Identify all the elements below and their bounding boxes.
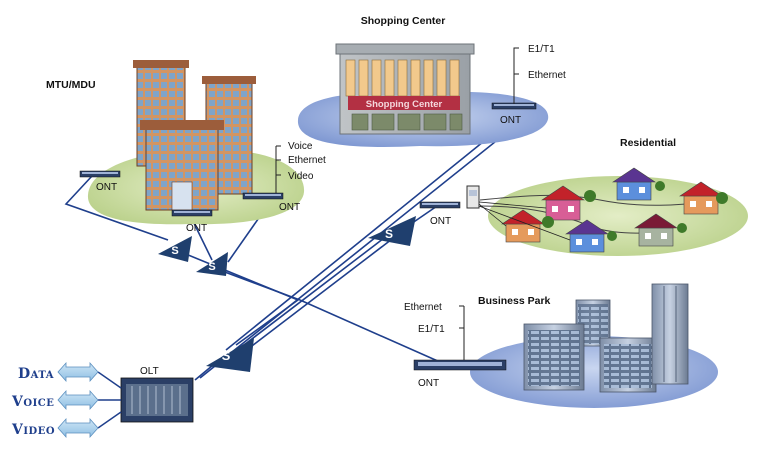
svg-text:S: S bbox=[171, 245, 178, 257]
shopping-sign-text: Shopping Center bbox=[366, 99, 443, 110]
residential-site: Residential bbox=[419, 137, 748, 256]
business-service-bracket bbox=[459, 305, 465, 360]
fiber-to-business bbox=[299, 299, 441, 363]
mtu-service-voice: Voice bbox=[288, 141, 313, 152]
svg-text:S: S bbox=[222, 348, 231, 363]
business-service-e1t1: E1/T1 bbox=[418, 324, 445, 335]
fiber-s2-s3 bbox=[213, 267, 301, 301]
fiber-links bbox=[64, 111, 531, 381]
mtu-ont-right-label: ONT bbox=[279, 202, 300, 213]
residential-cabinet bbox=[466, 185, 480, 209]
mtu-title: MTU/MDU bbox=[46, 79, 96, 91]
house bbox=[541, 185, 585, 221]
business-ont-label: ONT bbox=[418, 378, 439, 389]
fiber-s1-s3 bbox=[175, 249, 300, 346]
mtu-ont-bottom bbox=[171, 209, 213, 217]
splitter: S bbox=[158, 236, 192, 262]
shopping-service-bracket bbox=[513, 47, 518, 104]
shopping-service-ethernet: Ethernet bbox=[528, 70, 566, 81]
mtu-ont-left bbox=[79, 170, 121, 178]
office-building bbox=[599, 337, 657, 393]
mtu-service-video: Video bbox=[288, 171, 314, 182]
residential-ont bbox=[419, 201, 461, 209]
house bbox=[612, 167, 656, 201]
svg-text:S: S bbox=[385, 227, 393, 241]
service-data-label: Data bbox=[18, 366, 54, 382]
service-video: Video bbox=[11, 417, 99, 439]
double-arrow-icon bbox=[57, 389, 99, 411]
shopping-center-site: Shopping Center Shopping Center ONT E1/T… bbox=[297, 15, 566, 147]
business-park-site: Business Park ONT Ethernet E1/T1 bbox=[404, 283, 718, 408]
mtu-service-bracket bbox=[275, 145, 281, 193]
mtu-ont-left-label: ONT bbox=[96, 182, 117, 193]
shopping-sign bbox=[348, 96, 460, 110]
house bbox=[501, 209, 545, 243]
business-service-ethernet: Ethernet bbox=[404, 302, 442, 313]
fiber-s3-residential bbox=[239, 231, 393, 349]
splitter: S bbox=[368, 216, 416, 246]
svg-text:S: S bbox=[208, 261, 215, 273]
service-data: Data bbox=[18, 361, 99, 383]
office-tower bbox=[651, 283, 689, 385]
double-arrow-icon bbox=[57, 417, 99, 439]
house bbox=[634, 213, 678, 247]
trees bbox=[542, 181, 728, 241]
residential-ont-label: ONT bbox=[430, 216, 451, 227]
mtu-ont-right bbox=[242, 192, 284, 200]
splitter: S bbox=[206, 338, 254, 372]
mtu-ont-bottom-label: ONT bbox=[186, 223, 207, 234]
mtu-tower-front bbox=[140, 120, 224, 211]
shopping-building: Shopping Center bbox=[335, 43, 475, 135]
olt-chassis bbox=[120, 377, 194, 423]
fiber-mtu-left bbox=[64, 175, 169, 241]
business-ont bbox=[413, 359, 507, 371]
business-title: Business Park bbox=[478, 295, 551, 307]
service-voice: Voice bbox=[11, 389, 99, 411]
splitter: S bbox=[196, 252, 228, 276]
mtu-mdu-site: MTU/MDU ONT ONT ONT Voice Ethernet Video bbox=[46, 60, 326, 234]
residential-title: Residential bbox=[620, 137, 676, 149]
shopping-title: Shopping Center bbox=[361, 15, 446, 27]
office-building bbox=[523, 323, 585, 391]
fiber-s3-shopping bbox=[225, 111, 521, 351]
shopping-service-e1t1: E1/T1 bbox=[528, 44, 555, 55]
shopping-ont-label: ONT bbox=[500, 115, 521, 126]
mtu-service-ethernet: Ethernet bbox=[288, 155, 326, 166]
service-links bbox=[97, 371, 122, 429]
service-voice-label: Voice bbox=[11, 394, 54, 410]
olt-label: OLT bbox=[140, 366, 159, 377]
double-arrow-icon bbox=[57, 361, 99, 383]
house bbox=[679, 181, 723, 215]
service-video-label: Video bbox=[11, 422, 55, 438]
house bbox=[565, 219, 609, 253]
